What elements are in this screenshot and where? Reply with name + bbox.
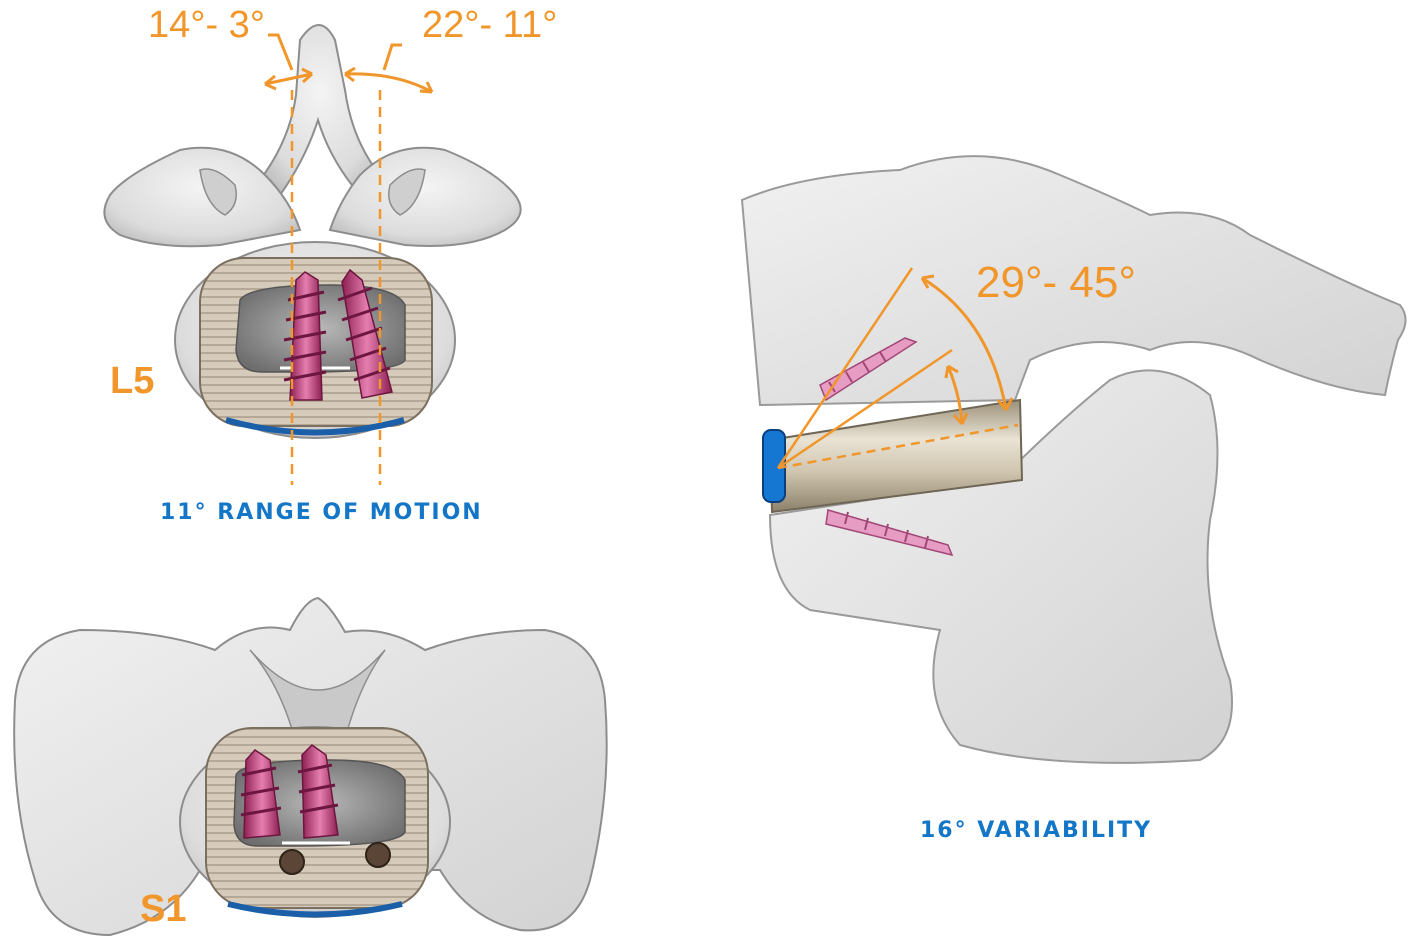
lateral-caption: 16° VARIABILITY — [920, 818, 1152, 843]
l5-level-label: L5 — [110, 360, 154, 403]
l5-vertebra — [104, 25, 520, 438]
s1-sacrum — [14, 598, 607, 935]
l5-right-angle-label: 22°- 11° — [422, 4, 557, 47]
s1-level-label: S1 — [140, 888, 186, 931]
lateral-angle-label: 29°- 45° — [976, 258, 1136, 308]
l5-left-angle-label: 14°- 3° — [148, 4, 265, 47]
l5-caption: 11° RANGE OF MOTION — [160, 500, 483, 525]
lateral-spine — [742, 156, 1406, 763]
